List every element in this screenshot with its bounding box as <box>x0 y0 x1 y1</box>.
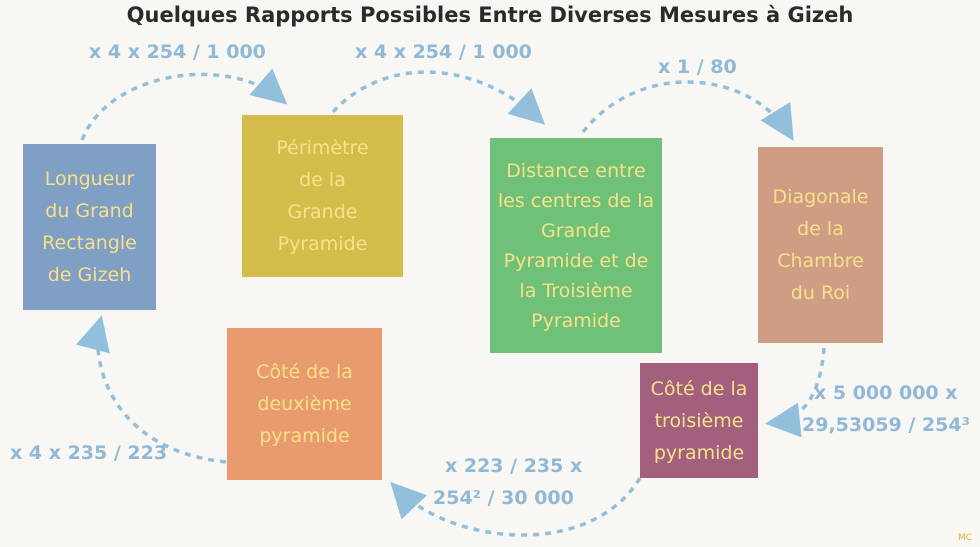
box-perimetre: Périmètre de la Grande Pyramide <box>242 115 403 277</box>
label-perimetre-to-distance: x 4 x 254 / 1 000 <box>355 41 532 63</box>
diagram-title: Quelques Rapports Possibles Entre Divers… <box>126 3 854 27</box>
arrow-distance-to-diagonale <box>581 80 794 141</box>
label-cote2-to-longueur: x 4 x 235 / 223 <box>10 442 168 464</box>
label-diagonale-to-cote3-line2: 29,53059 / 254³ <box>802 414 970 436</box>
box-longueur: Longueur du Grand Rectangle de Gizeh <box>23 144 156 310</box>
label-diagonale-to-cote3-line1: x 5 000 000 x <box>814 382 958 404</box>
arrow-cote2-to-longueur <box>75 315 227 464</box>
arrow-longueur-to-perimetre <box>80 68 288 141</box>
box-cote2: Côté de la deuxième pyramide <box>227 328 382 480</box>
arrow-diagonale-to-cote3 <box>765 347 826 438</box>
box-diagonale: Diagonale de la Chambre du Roi <box>758 147 883 343</box>
box-distance: Distance entre les centres de la Grande … <box>490 138 662 353</box>
arrow-cote3-to-cote2 <box>390 477 642 537</box>
label-cote3-to-cote2-line2: 254² / 30 000 <box>433 487 574 509</box>
label-distance-to-diagonale: x 1 / 80 <box>658 56 737 78</box>
label-cote3-to-cote2-line1: x 223 / 235 x <box>445 455 583 477</box>
box-cote3: Côté de la troisième pyramide <box>640 363 758 478</box>
credit-mark: MC <box>957 533 972 543</box>
label-longueur-to-perimetre: x 4 x 254 / 1 000 <box>89 41 266 63</box>
arrow-perimetre-to-distance <box>331 70 546 125</box>
